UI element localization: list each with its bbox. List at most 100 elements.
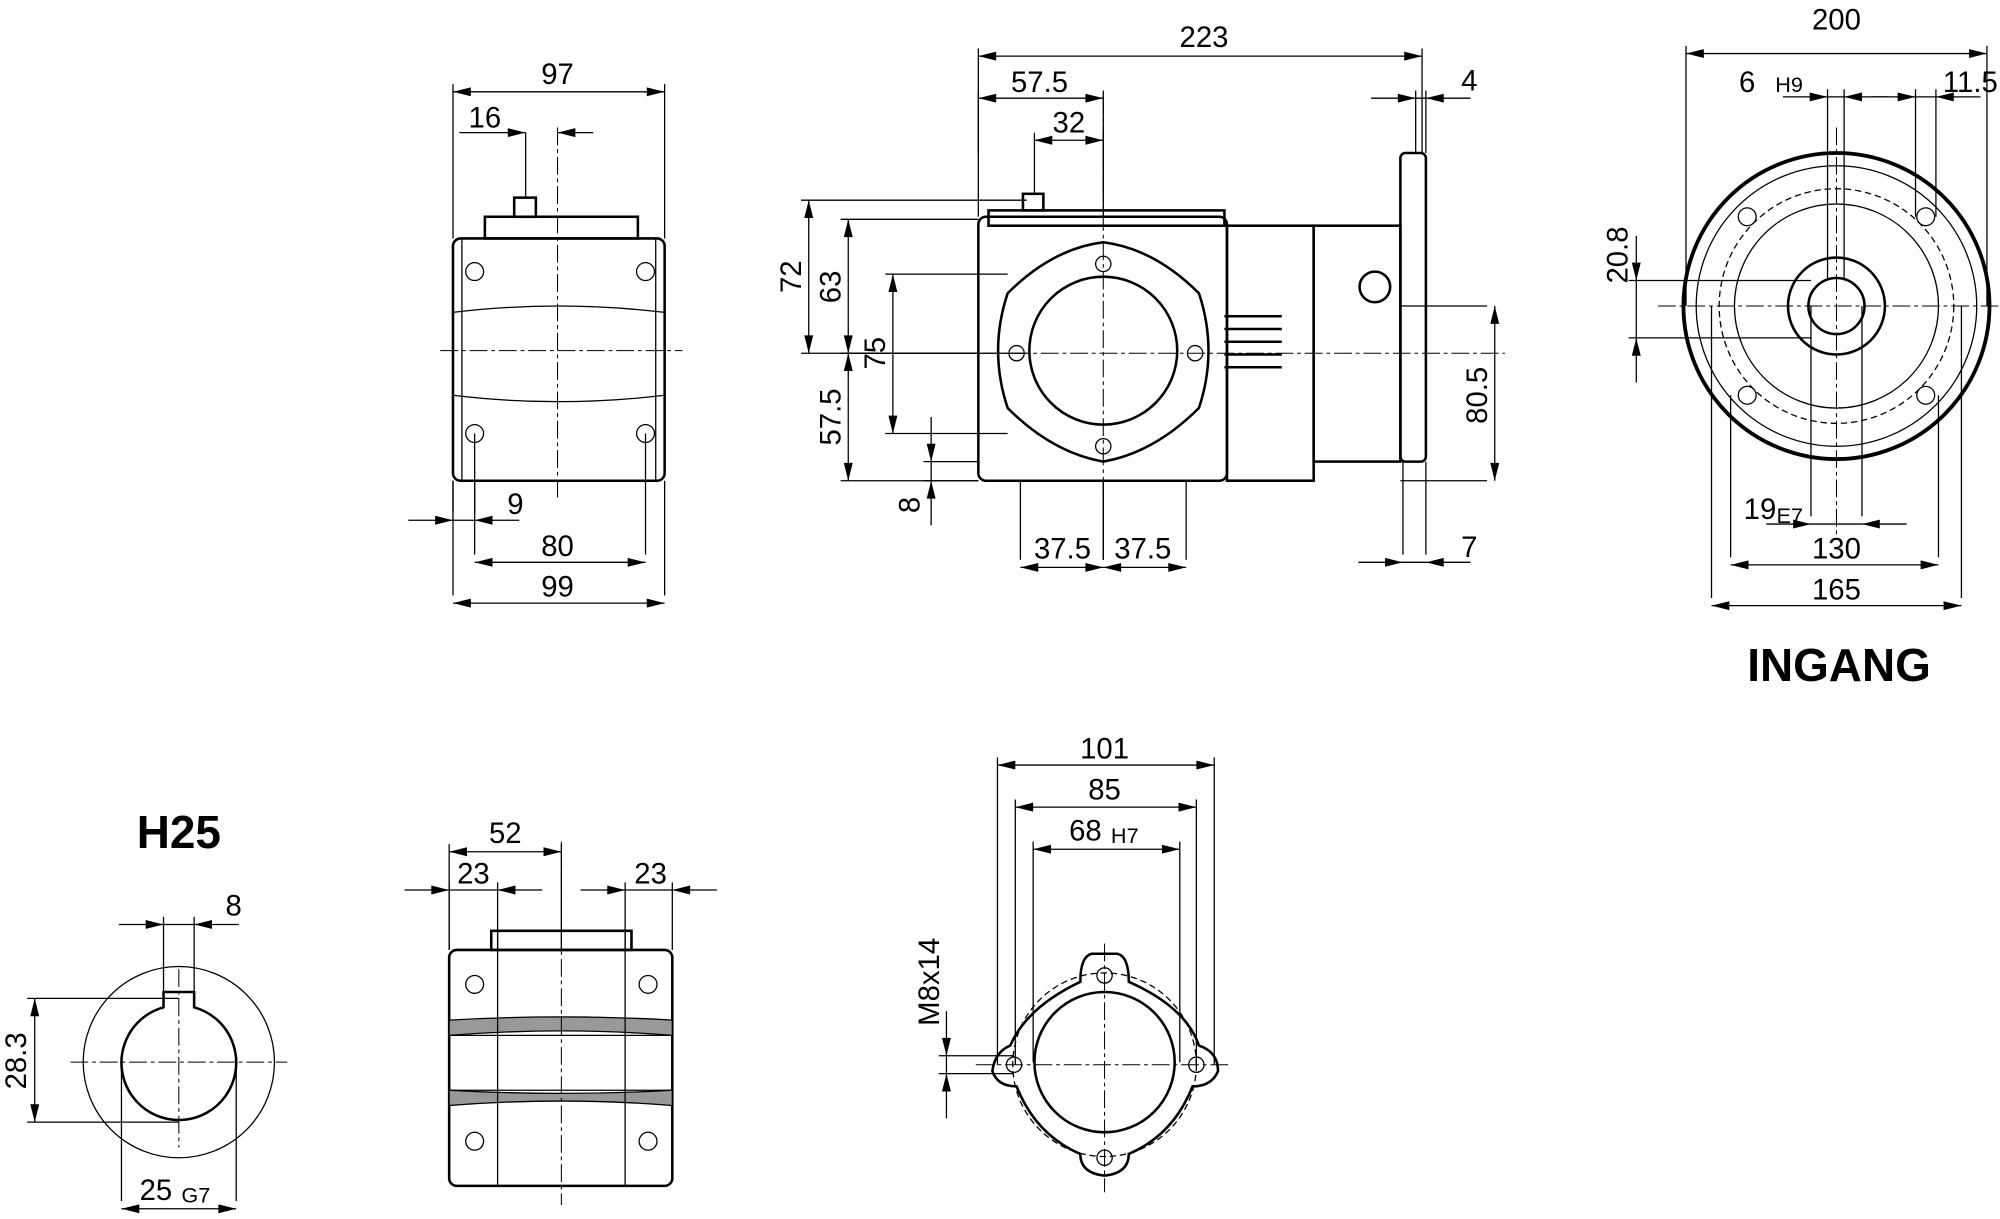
dimension-lines — [27, 45, 1988, 1214]
dim-68-tolerance: H7 — [1111, 823, 1139, 848]
arrowhead — [1085, 562, 1104, 572]
dim-8-key: 8 — [226, 890, 242, 923]
side-view — [977, 95, 1505, 498]
dim-75: 75 — [859, 337, 892, 370]
arrowhead — [1015, 802, 1034, 812]
dim-85: 85 — [1088, 773, 1121, 806]
arrowhead — [218, 1204, 237, 1214]
dim-6: 6 — [1739, 66, 1755, 99]
arrowhead — [1844, 92, 1862, 102]
dim-23-left: 23 — [457, 858, 490, 891]
dim-130: 130 — [1812, 532, 1861, 565]
arrowhead — [672, 885, 691, 895]
arrowhead — [1178, 802, 1197, 812]
dim-80-5: 80.5 — [1461, 367, 1494, 424]
dim-63: 63 — [815, 271, 848, 304]
arrowhead — [474, 557, 493, 567]
arrowhead — [1490, 462, 1500, 481]
dim-25-tolerance: G7 — [181, 1182, 210, 1207]
arrowhead — [1425, 93, 1444, 103]
arrowhead — [1969, 49, 1987, 59]
arrowhead — [30, 1104, 40, 1123]
arrowhead — [145, 919, 164, 929]
arrowhead — [926, 480, 936, 499]
arrowhead — [1935, 92, 1954, 102]
arrowhead — [1809, 92, 1828, 102]
arrowhead — [978, 51, 997, 61]
dim-223: 223 — [1180, 21, 1229, 54]
dim-11-5: 11.5 — [1943, 66, 1998, 99]
arrowhead — [888, 415, 898, 434]
arrowhead — [1897, 92, 1916, 102]
arrowhead — [1920, 560, 1939, 570]
front-view — [440, 127, 683, 498]
arrowhead — [1943, 601, 1962, 611]
drawing-geometry — [70, 95, 2000, 1205]
arrowhead — [543, 847, 562, 857]
dim-52: 52 — [489, 817, 522, 850]
dim-57-5: 57.5 — [1011, 66, 1068, 99]
arrowhead — [888, 274, 898, 292]
arrowhead — [1085, 135, 1104, 145]
arrowhead — [1425, 557, 1444, 567]
arrowhead — [1730, 560, 1749, 570]
input-view — [1657, 127, 2000, 536]
dim-200: 200 — [1812, 3, 1861, 36]
arrowhead — [941, 1037, 951, 1056]
arrowhead — [474, 515, 493, 525]
flange-view — [975, 943, 1231, 1193]
arrowhead — [1490, 306, 1500, 324]
arrowhead — [843, 219, 853, 238]
arrowhead — [607, 885, 626, 895]
arrowhead — [646, 87, 665, 97]
arrowhead — [435, 515, 453, 525]
dim-97: 97 — [541, 58, 574, 91]
arrowhead — [843, 353, 853, 372]
dim-6-tolerance: H9 — [1775, 72, 1803, 97]
dim-101: 101 — [1080, 733, 1129, 766]
dim-32: 32 — [1053, 107, 1086, 140]
dim-165: 165 — [1812, 573, 1861, 606]
arrowhead — [1404, 51, 1423, 61]
arrowhead — [452, 87, 471, 97]
arrowhead — [1631, 337, 1641, 356]
arrowhead — [941, 1073, 951, 1092]
dim-19: 19 — [1744, 493, 1777, 526]
arrowhead — [1161, 844, 1180, 854]
arrowhead — [1085, 93, 1104, 103]
dim-68: 68 — [1069, 814, 1102, 847]
dim-57-5-vertical: 57.5 — [815, 388, 848, 445]
shaft-title: H25 — [137, 806, 221, 858]
dim-28-3: 28.3 — [0, 1032, 33, 1089]
bottom-view — [447, 841, 674, 1205]
arrowhead — [646, 598, 665, 608]
dim-19-tolerance: E7 — [1777, 503, 1804, 528]
dim-9: 9 — [507, 488, 523, 521]
arrowhead — [1385, 557, 1403, 567]
arrowhead — [978, 93, 997, 103]
arrowhead — [804, 200, 814, 219]
arrowhead — [1686, 49, 1704, 59]
arrowhead — [926, 443, 936, 462]
arrowhead — [843, 462, 853, 481]
arrowhead — [449, 847, 468, 857]
arrowhead — [1793, 519, 1811, 529]
arrowhead — [804, 335, 814, 354]
dim-8: 8 — [894, 497, 927, 513]
arrowhead — [431, 885, 450, 895]
arrowhead — [1196, 760, 1215, 770]
arrowhead — [30, 998, 40, 1017]
dim-25: 25 — [140, 1174, 173, 1207]
input-title: INGANG — [1747, 639, 1931, 691]
arrowhead — [1020, 562, 1039, 572]
arrowhead — [1103, 562, 1122, 572]
arrowhead — [1631, 262, 1641, 281]
arrowhead — [507, 128, 526, 138]
arrowhead — [1033, 844, 1052, 854]
arrowhead — [1861, 519, 1880, 529]
shaft-bore-view — [70, 965, 288, 1159]
dim-37-5-right: 37.5 — [1114, 532, 1171, 565]
arrowhead — [843, 335, 853, 354]
arrowhead — [452, 598, 471, 608]
